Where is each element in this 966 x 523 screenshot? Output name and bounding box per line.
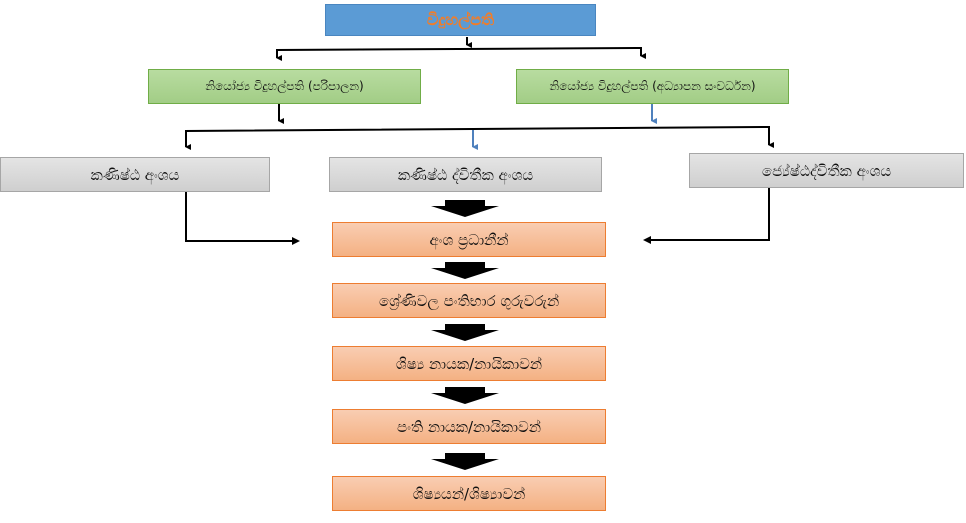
block-arrow-down xyxy=(431,387,499,404)
section-label: කණිෂ්ඨ ද්විතීක අංශය xyxy=(397,165,534,184)
block-arrow-down xyxy=(431,324,499,341)
connector xyxy=(185,125,774,148)
connector xyxy=(185,192,300,245)
block-arrow-down xyxy=(431,453,499,470)
student-leaders-box: ශිෂ්‍ය නායක/නායිකාවන් xyxy=(332,346,606,381)
students-box: ශිෂ්‍යයන්/ශිෂ්‍යාවන් xyxy=(332,476,606,511)
section-heads-box: අංශ ප්‍රධානීන් xyxy=(332,222,606,257)
section-label: ජ්‍යේෂ්ඨද්විතීක අංශය xyxy=(761,161,892,180)
senior-secondary-section-box: ජ්‍යේෂ්ඨද්විතීක අංශය xyxy=(689,153,964,188)
junior-section-box: කණිෂ්ඨ අංශය xyxy=(0,157,270,192)
connector xyxy=(276,46,646,59)
deputy-label: නියෝජ්‍ය විදුහල්පති (පරිපාලන) xyxy=(205,79,364,93)
hierarchy-label: ශිෂ්‍යයන්/ශිෂ්‍යාවන් xyxy=(412,484,526,503)
junior-secondary-section-box: කණිෂ්ඨ ද්විතීක අංශය xyxy=(329,157,602,192)
deputy-admin-box: නියෝජ්‍ය විදුහල්පති (පරිපාලන) xyxy=(148,69,421,104)
hierarchy-label: පංති නායක/නායිකාවන් xyxy=(396,417,542,436)
principal-box: විදුහල්පති xyxy=(325,4,596,36)
deputy-label: නියෝජ්‍ය විදුහල්පති (අධ්‍යාපන සංවර්ධන) xyxy=(549,79,756,93)
block-arrow-down xyxy=(431,262,499,279)
connector xyxy=(643,188,770,244)
block-arrow-down xyxy=(431,200,499,217)
principal-label: විදුහල්පති xyxy=(426,10,495,29)
hierarchy-label: අංශ ප්‍රධානීන් xyxy=(429,230,509,249)
class-leaders-box: පංති නායක/නායිකාවන් xyxy=(332,409,606,444)
section-label: කණිෂ්ඨ අංශය xyxy=(90,165,180,184)
hierarchy-label: ශිෂ්‍ය නායක/නායිකාවන් xyxy=(395,354,543,373)
deputy-education-box: නියෝජ්‍ය විදුහල්පති (අධ්‍යාපන සංවර්ධන) xyxy=(516,69,789,104)
class-teachers-box: ශ්‍රේණිවල පංතිභාර ගුරුවරුන් xyxy=(332,283,606,318)
hierarchy-label: ශ්‍රේණිවල පංතිභාර ගුරුවරුන් xyxy=(378,291,560,310)
